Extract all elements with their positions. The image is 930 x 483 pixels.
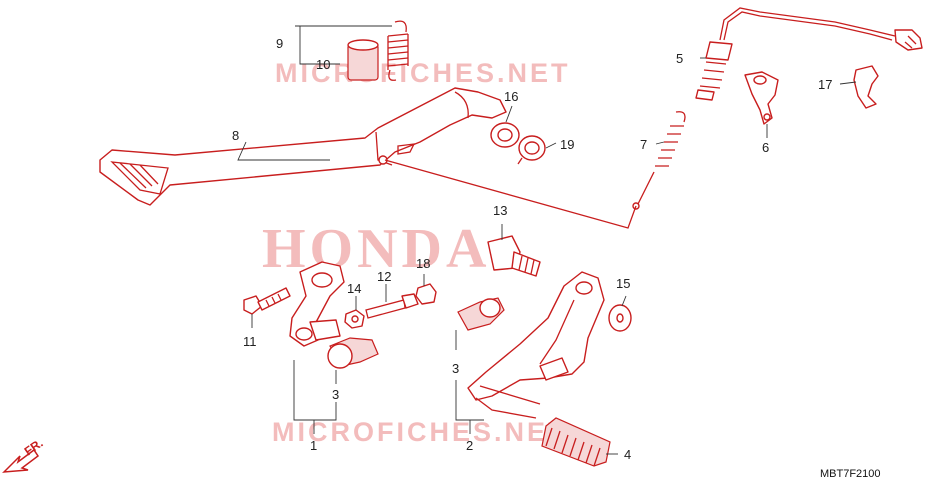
callout-7: 7 xyxy=(640,137,647,152)
part-8-brake-pedal[interactable] xyxy=(99,87,507,206)
callout-numbers: 1 2 3 3 3 4 5 6 7 8 9 10 11 12 13 14 15 … xyxy=(232,36,832,462)
callout-3-upper-middle: 3 xyxy=(452,361,459,376)
callout-13: 13 xyxy=(493,203,507,218)
part-4-shift-rubber[interactable] xyxy=(541,417,611,467)
leader-lines xyxy=(237,25,857,455)
callout-11: 11 xyxy=(243,334,257,349)
part-14-nut[interactable] xyxy=(344,309,365,329)
front-label: FR. xyxy=(22,436,46,459)
part-7-spring[interactable] xyxy=(632,111,686,210)
part-12-bolt[interactable] xyxy=(365,293,419,319)
brake-rod xyxy=(384,159,637,229)
part-1-arm[interactable] xyxy=(289,261,345,347)
callout-9: 9 xyxy=(276,36,283,51)
watermark-top: MICROFICHES.NET xyxy=(275,58,571,88)
front-arrow-icon xyxy=(2,448,40,473)
part-2-shift-arm[interactable] xyxy=(467,271,605,419)
part-13-pivot-bolt[interactable] xyxy=(487,235,541,277)
part-15-washer[interactable] xyxy=(608,304,632,332)
callout-3-left: 3 xyxy=(332,387,339,402)
part-10-collar[interactable] xyxy=(347,39,379,81)
part-16-washer[interactable] xyxy=(490,122,520,148)
part-11-bolt[interactable] xyxy=(243,287,291,315)
callout-16: 16 xyxy=(504,89,518,104)
part-9-return-spring[interactable] xyxy=(387,20,409,81)
callout-5: 5 xyxy=(676,51,683,66)
drawing-code: MBT7F2100 xyxy=(820,468,881,480)
part-3-joint-left[interactable] xyxy=(327,337,379,369)
part-3-joint-middle[interactable] xyxy=(457,297,505,331)
part-17-clamp[interactable] xyxy=(853,65,879,109)
callout-15: 15 xyxy=(616,276,630,291)
callout-6: 6 xyxy=(762,140,769,155)
callout-19: 19 xyxy=(560,137,574,152)
callout-10: 10 xyxy=(316,57,330,72)
part-19-clip[interactable] xyxy=(517,135,546,165)
callout-14: 14 xyxy=(347,281,361,296)
front-direction-indicator: FR. xyxy=(2,436,46,473)
part-6-bracket[interactable] xyxy=(744,71,779,125)
callout-12: 12 xyxy=(377,269,391,284)
callout-18: 18 xyxy=(416,256,430,271)
callout-8: 8 xyxy=(232,128,239,143)
callout-17: 17 xyxy=(818,77,832,92)
part-5-brake-switch[interactable] xyxy=(695,7,923,101)
watermark-bottom: MICROFICHES.NET xyxy=(272,417,568,447)
callout-2: 2 xyxy=(466,438,473,453)
callout-4: 4 xyxy=(624,447,631,462)
callout-1: 1 xyxy=(310,438,317,453)
watermark-honda: HONDA xyxy=(262,218,490,280)
part-18-nut[interactable] xyxy=(415,283,437,305)
